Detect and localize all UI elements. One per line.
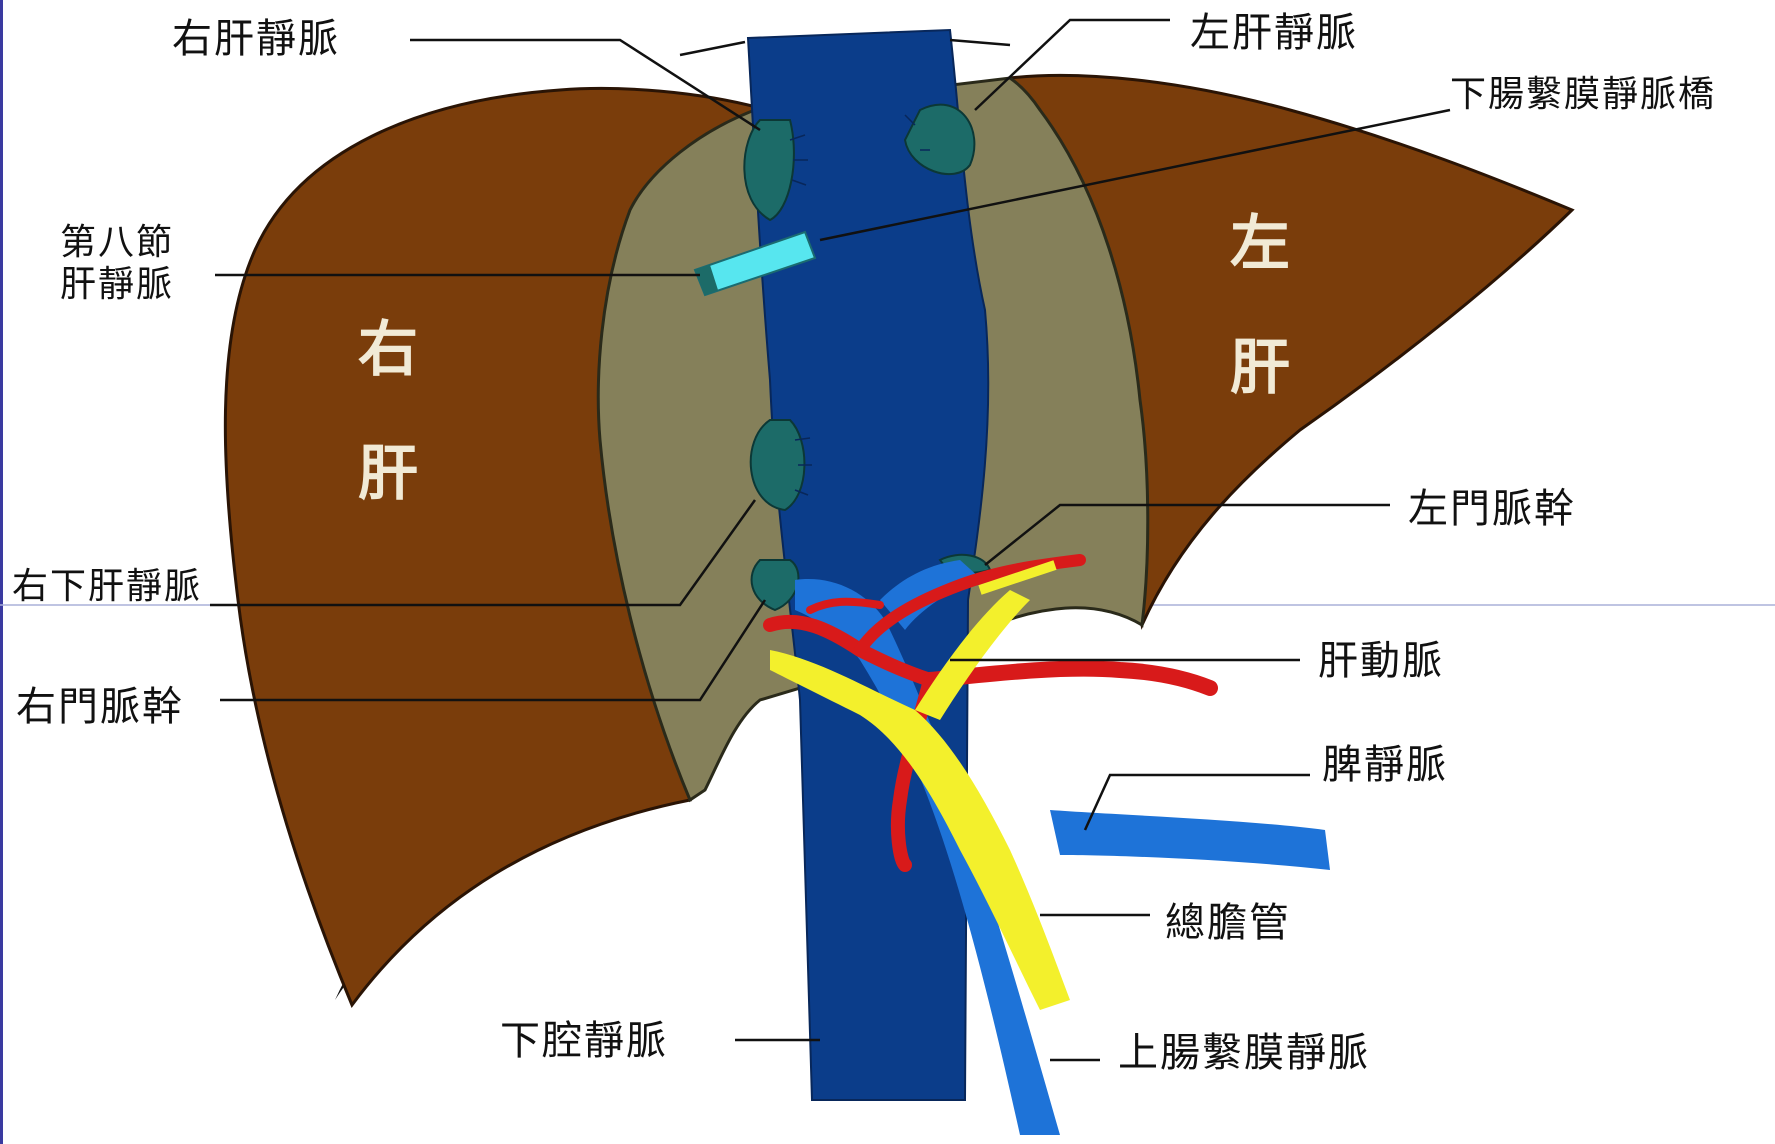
left-edge-strip: [0, 0, 3, 1144]
label-right-portal-trunk: 右門脈幹: [16, 684, 184, 730]
left-lobe-char-1: 左: [1230, 212, 1290, 276]
label-right-hepatic-vein: 右肝靜脈: [172, 16, 340, 62]
right-lobe-char-2: 肝: [358, 442, 418, 506]
segment-eight-line-1: 第八節: [60, 222, 174, 264]
label-inferior-mesenteric-bridge: 下腸繫膜靜脈橋: [1450, 74, 1716, 116]
label-left-portal-trunk: 左門脈幹: [1408, 486, 1576, 532]
label-common-bile-duct: 總膽管: [1165, 900, 1291, 946]
label-segment-eight-vein: 第八節 肝靜脈: [60, 222, 174, 306]
segment-eight-line-2: 肝靜脈: [60, 264, 174, 306]
label-splenic-vein: 脾靜脈: [1322, 742, 1448, 788]
left-lobe-label: 左 肝: [1230, 212, 1290, 400]
right-lobe-label: 右 肝: [358, 318, 418, 506]
splenic-vein: [1050, 810, 1330, 870]
label-left-hepatic-vein: 左肝靜脈: [1190, 10, 1358, 56]
label-superior-mesenteric-vein: 上腸繫膜靜脈: [1118, 1030, 1370, 1076]
left-lobe-char-2: 肝: [1230, 336, 1290, 400]
label-right-inferior-hepatic-vein: 右下肝靜脈: [12, 566, 202, 608]
right-lobe-char-1: 右: [358, 318, 418, 382]
label-inferior-vena-cava: 下腔靜脈: [500, 1018, 668, 1064]
label-hepatic-artery: 肝動脈: [1318, 638, 1444, 684]
